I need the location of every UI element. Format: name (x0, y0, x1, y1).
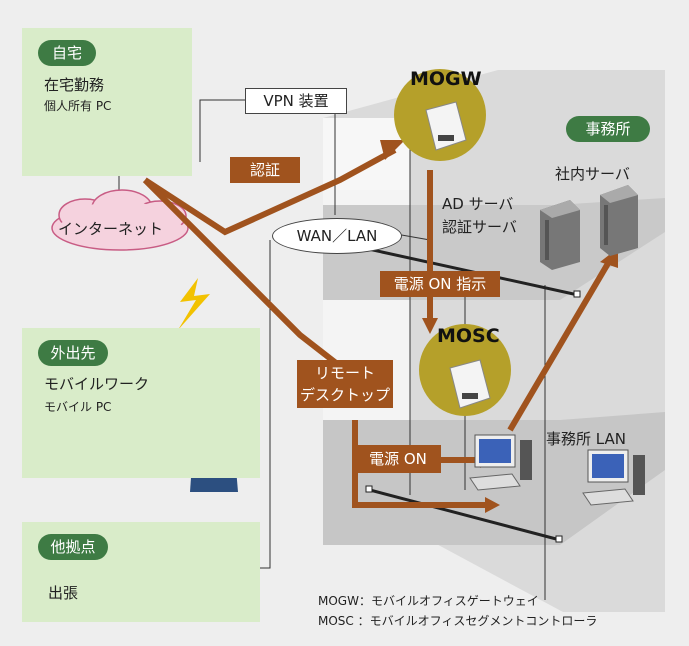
lan-end-node (365, 485, 373, 493)
arrow-head-icon (422, 318, 438, 334)
internet-label: インターネット (58, 220, 164, 238)
vpn-device-label: VPN 装置 (245, 88, 347, 114)
office-pc-icon (582, 449, 645, 506)
mogw-device-icon (425, 101, 467, 151)
power-on-instruction-label: 電源 ON 指示 (380, 271, 500, 297)
office-pc-to-server-arrow (507, 258, 613, 432)
branch-location-title: 出張 (48, 584, 79, 602)
internal-server-icon (600, 185, 638, 256)
branch-location-tag: 他拠点 (38, 534, 108, 560)
outside-location-title: モバイルワーク (44, 375, 150, 393)
office-lan-label: 事務所 LAN (546, 430, 626, 448)
legend-mogw: MOGW：モバイルオフィスゲートウェイ (318, 594, 539, 608)
lan-end-node (555, 535, 563, 543)
ad-server-label: AD サーバ (442, 195, 514, 213)
lan-end-node (573, 290, 581, 298)
internet-cloud-icon (51, 189, 189, 251)
mosc-label: MOSC (437, 325, 500, 347)
remote-desktop-label-line2: デスクトップ (299, 386, 390, 404)
auth-flow-label: 認証 (230, 157, 300, 183)
ad-server-icon (540, 200, 580, 270)
mosc-device-icon (449, 359, 491, 409)
office-pc-icon (469, 434, 532, 491)
internal-server-label: 社内サーバ (555, 165, 630, 183)
wireless-lightning-icon (178, 278, 210, 330)
remote-desktop-label-line1: リモート (314, 364, 375, 382)
arrow-head-icon (485, 497, 500, 513)
office-wall (323, 118, 410, 190)
outside-location-subtitle: モバイル PC (44, 400, 112, 414)
wan-lan-label: WAN／LAN (272, 218, 402, 254)
home-location-subtitle: 個人所有 PC (44, 99, 112, 113)
upper-lan-line (349, 243, 579, 297)
vpn-connection-line (199, 99, 245, 162)
home-location-title: 在宅勤務 (44, 76, 105, 94)
home-location-tag: 自宅 (38, 40, 96, 66)
auth-flow-arrow (143, 147, 397, 236)
power-on-label: 電源 ON (355, 445, 441, 473)
auth-server-label: 認証サーバ (442, 218, 517, 236)
remote-desktop-label: リモート デスクトップ (297, 360, 393, 408)
legend-mosc: MOSC ：モバイルオフィスセグメントコントローラ (318, 614, 598, 628)
office-location-tag: 事務所 (566, 116, 650, 142)
mogw-label: MOGW (410, 68, 482, 90)
office-lan-line (369, 488, 561, 542)
arrow-head-icon (380, 140, 405, 160)
outside-location-tag: 外出先 (38, 340, 108, 366)
